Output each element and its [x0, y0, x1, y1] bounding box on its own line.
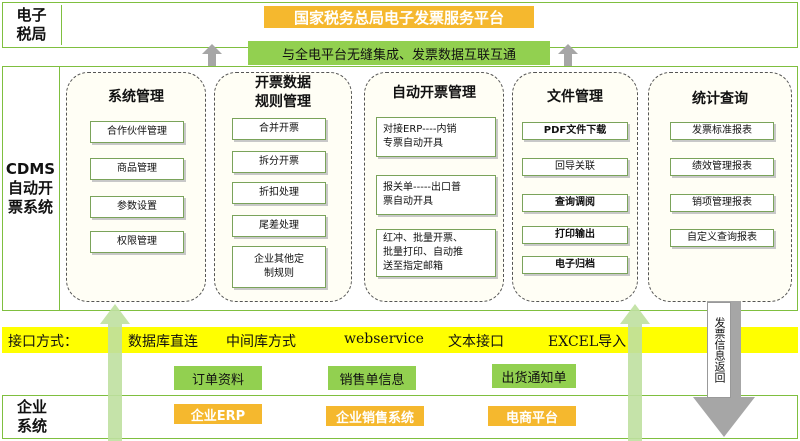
enterprise-label: 企业 系统 — [16, 398, 47, 435]
invoice-return-label: 发票信息返回 — [707, 302, 731, 398]
system-enterprise-sales: 企业销售系统 — [326, 406, 424, 426]
interface-method: 文本接口 — [448, 334, 504, 350]
item-custom-rules[interactable]: 企业其他定 制规则 — [232, 246, 326, 288]
column-title: 自动开票管理 — [392, 85, 476, 101]
item-discount-handling[interactable]: 折扣处理 — [232, 182, 326, 204]
flow-delivery-notice: 出货通知单 — [492, 364, 576, 388]
item-product-management[interactable]: 商品管理 — [90, 158, 184, 180]
upload-arrow-right — [620, 304, 650, 441]
item-batch-operations[interactable]: 红冲、批量开票、 批量打印、自动推 送至指定邮箱 — [376, 229, 496, 277]
column-title: 统计查询 — [692, 91, 748, 107]
tax-platform-title: 国家税务总局电子发票服务平台 — [264, 6, 534, 28]
item-erp-special-invoice[interactable]: 对接ERP----内销 专票自动开具 — [376, 117, 496, 157]
tax-bureau-label: 电子 税局 — [2, 5, 62, 45]
item-customs-export-invoice[interactable]: 报关单-----出口普 票自动开具 — [376, 175, 496, 215]
system-enterprise-erp: 企业ERP — [174, 404, 262, 424]
item-query-review[interactable]: 查询调阅 — [522, 194, 628, 212]
item-rounding-handling[interactable]: 尾差处理 — [232, 215, 326, 237]
flow-order-data: 订单资料 — [174, 366, 262, 390]
item-partner-management[interactable]: 合作伙伴管理 — [90, 121, 184, 143]
column-title: 开票数据 规则管理 — [255, 75, 311, 110]
item-import-association[interactable]: 回导关联 — [522, 158, 628, 176]
interface-label: 接口方式： — [8, 334, 78, 350]
item-custom-query-report[interactable]: 自定义查询报表 — [670, 229, 774, 247]
integration-banner: 与全电平台无缝集成、发票数据互联互通 — [248, 41, 550, 65]
column-title: 文件管理 — [547, 89, 603, 105]
item-split-invoicing[interactable]: 拆分开票 — [232, 151, 326, 173]
item-pdf-download[interactable]: PDF文件下载 — [522, 122, 628, 140]
item-parameter-settings[interactable]: 参数设置 — [90, 196, 184, 218]
item-permission-management[interactable]: 权限管理 — [90, 231, 184, 253]
interface-method: 中间库方式 — [226, 334, 296, 350]
interface-method: EXCEL导入 — [548, 334, 627, 350]
item-e-archive[interactable]: 电子归档 — [522, 256, 628, 274]
item-standard-report[interactable]: 发票标准报表 — [670, 122, 774, 140]
item-merge-invoicing[interactable]: 合并开票 — [232, 118, 326, 140]
interface-bar: 接口方式： 数据库直连 中间库方式 webservice 文本接口 EXCEL导… — [2, 327, 798, 353]
column-title: 系统管理 — [108, 89, 164, 105]
interface-method: 数据库直连 — [128, 334, 198, 350]
cdms-label: CDMS 自动开 票系统 — [2, 66, 60, 311]
item-output-tax-report[interactable]: 销项管理报表 — [670, 194, 774, 212]
system-ecommerce-platform: 电商平台 — [488, 406, 576, 426]
interface-method: webservice — [344, 331, 424, 347]
column-system-management — [66, 72, 206, 302]
upload-arrow-left — [100, 304, 130, 441]
upload-arrows — [100, 304, 650, 441]
flow-sales-order-info: 销售单信息 — [328, 366, 416, 390]
item-performance-report[interactable]: 绩效管理报表 — [670, 158, 774, 176]
item-print-output[interactable]: 打印输出 — [522, 226, 628, 244]
